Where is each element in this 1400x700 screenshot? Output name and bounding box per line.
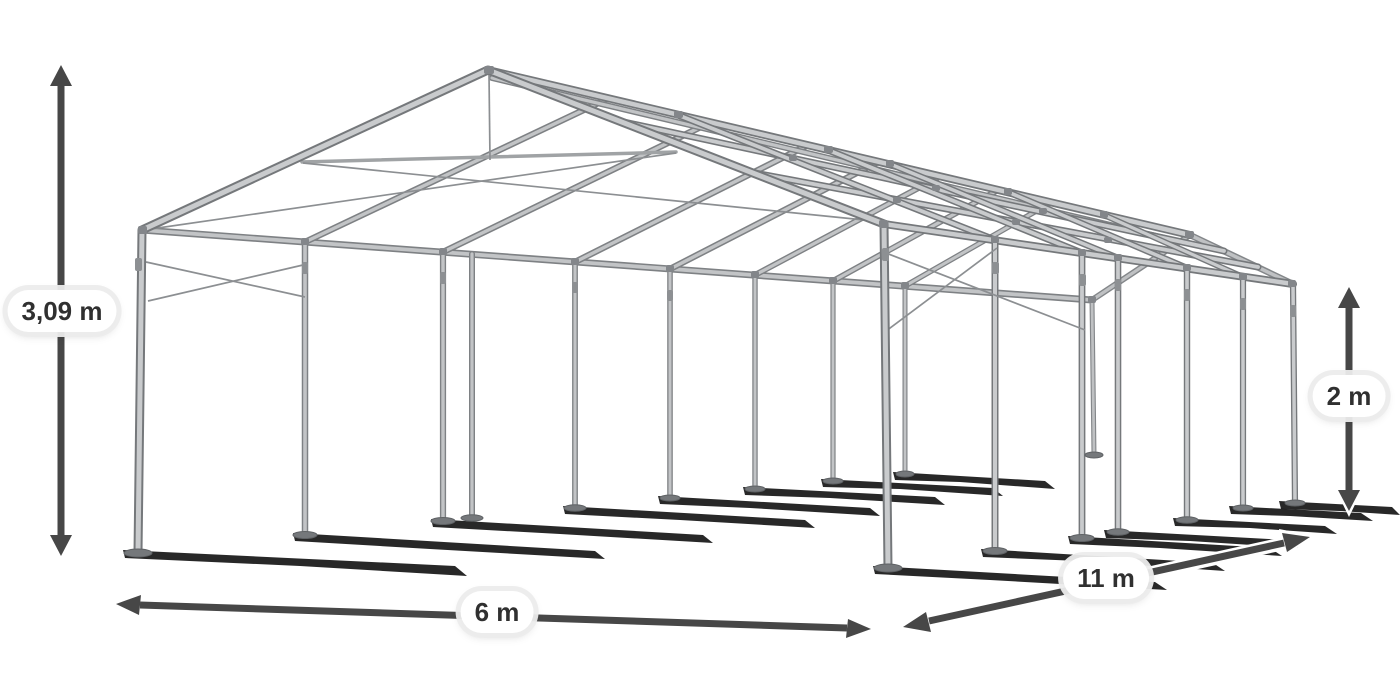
bracing-cables (143, 73, 1086, 332)
ground-shadows (123, 472, 1400, 590)
width-label: 6 m (460, 591, 534, 633)
base-plates (123, 451, 1306, 573)
side-height-label: 2 m (1312, 375, 1386, 417)
pipe-joints (135, 66, 1296, 317)
near-wall-frame (880, 220, 1299, 555)
total-height-label: 3,09 m (7, 290, 117, 332)
roof-frame (484, 66, 1262, 280)
length-label: 11 m (1063, 557, 1149, 599)
